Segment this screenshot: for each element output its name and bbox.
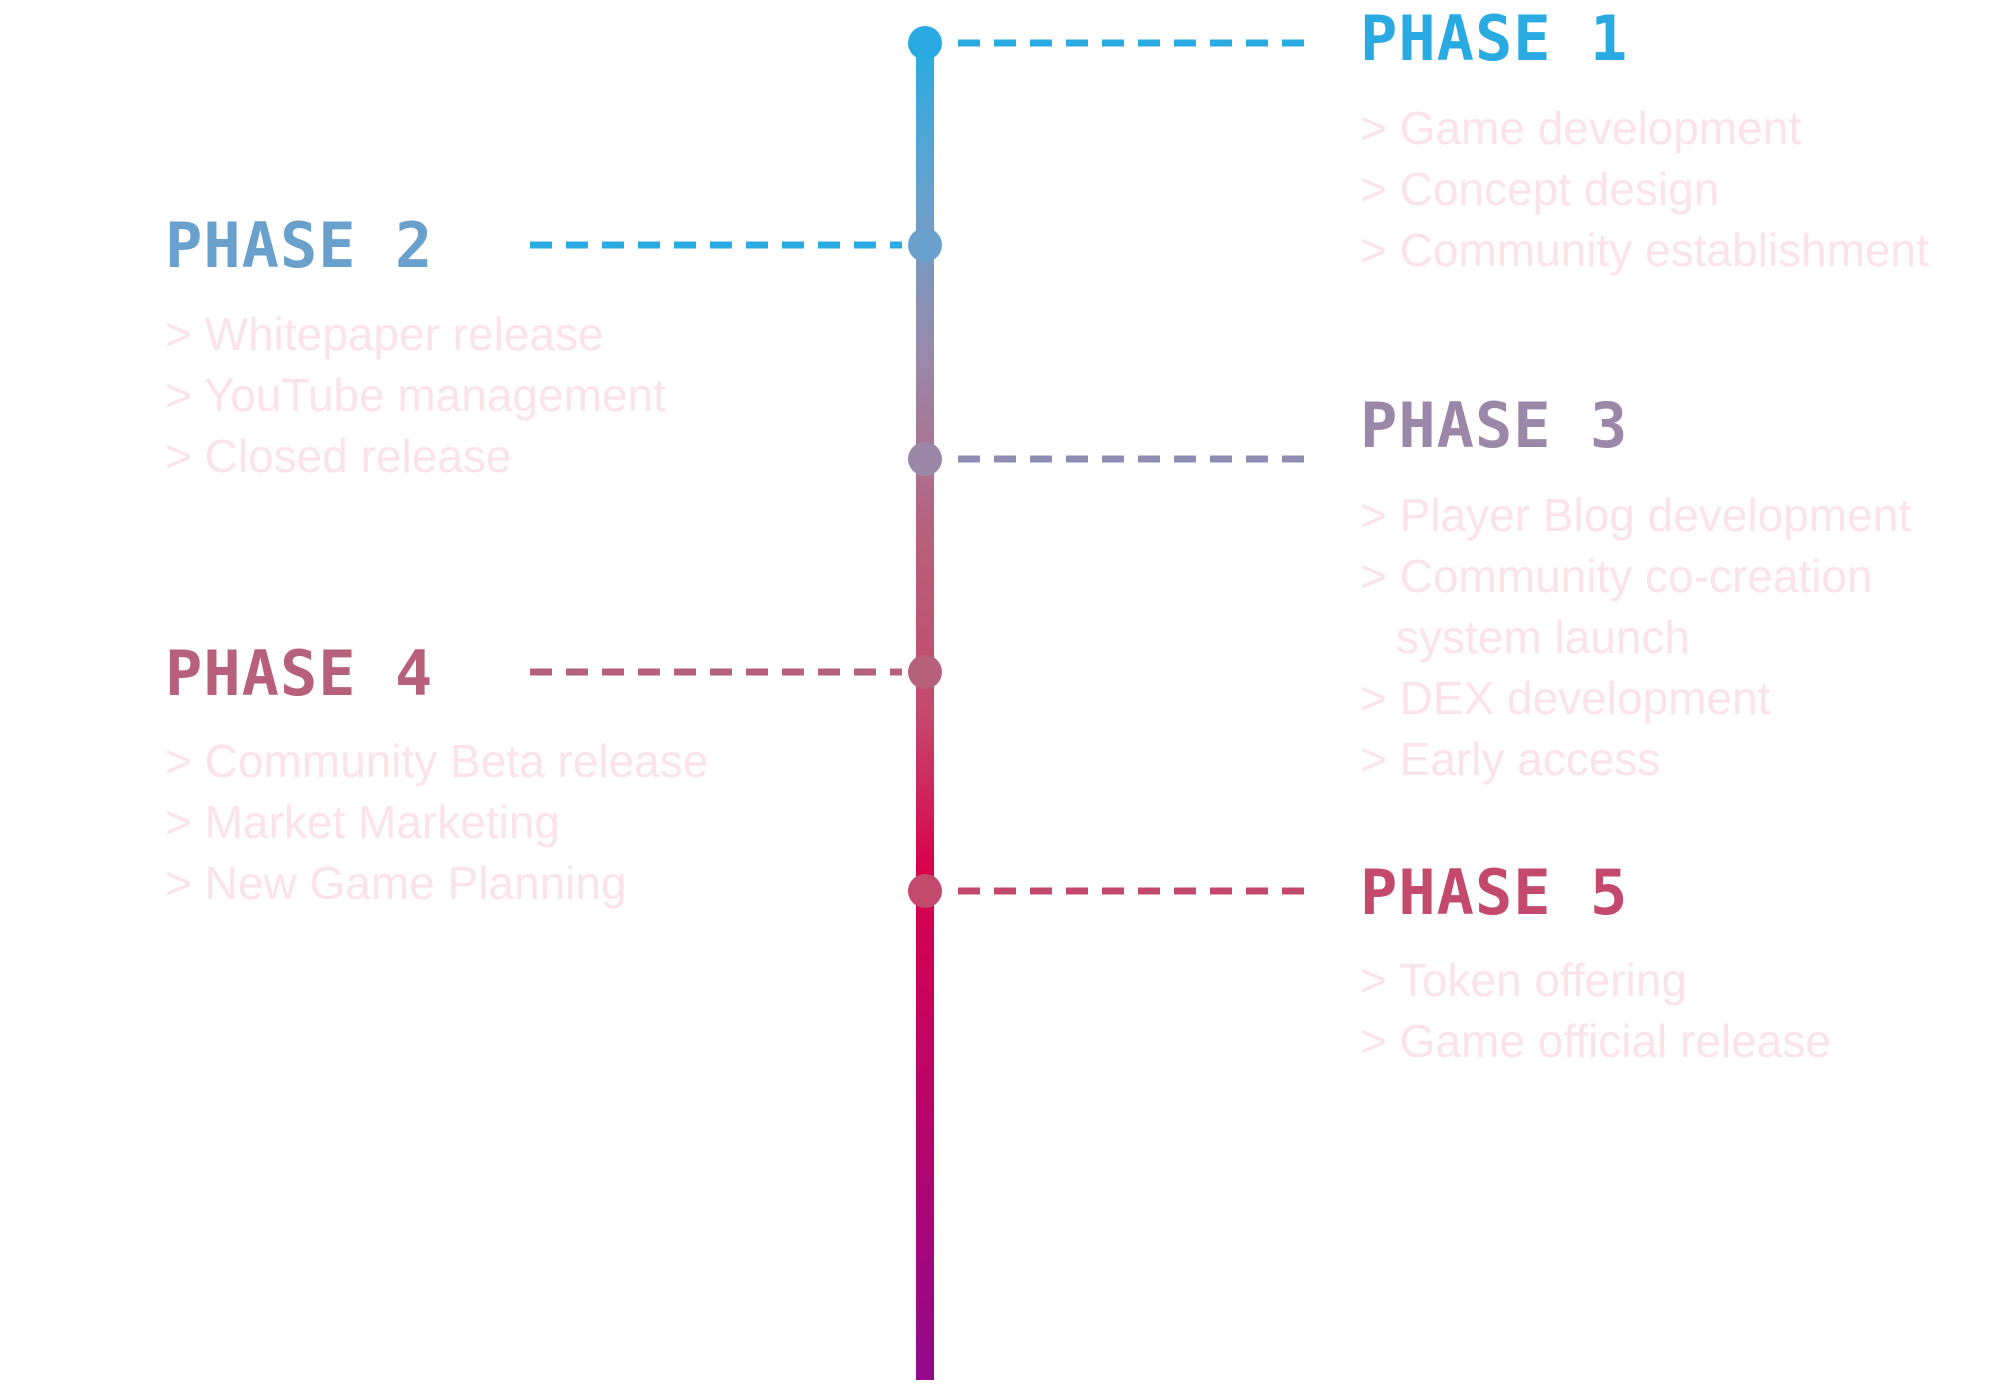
- phase-4-title: PHASE 4: [165, 637, 434, 710]
- phase-5-items: Token offering Game official release: [1360, 950, 1831, 1072]
- phase-item: Community Beta release: [165, 731, 709, 792]
- timeline-vertical-line: [916, 43, 934, 1380]
- phase-1-title: PHASE 1: [1360, 2, 1629, 75]
- phase-item: DEX development: [1360, 668, 1911, 729]
- phase-item: Closed release: [165, 426, 666, 487]
- phase-item: YouTube management: [165, 365, 666, 426]
- phase-1-node: [908, 26, 942, 60]
- phase-item: Market Marketing: [165, 792, 708, 853]
- phase-item: Game official release: [1360, 1011, 1831, 1072]
- phase-4-node: [908, 655, 942, 689]
- phase-item: Community co-creation: [1360, 546, 1911, 607]
- phase-item: Game development: [1360, 98, 1929, 159]
- phase-item: Community establishment: [1360, 220, 1929, 281]
- phase-3-title: PHASE 3: [1360, 389, 1629, 462]
- phase-item: Player Blog development: [1360, 485, 1911, 546]
- phase-3-node: [908, 442, 942, 476]
- phase-3-items: Player Blog development Community co-cre…: [1360, 485, 1911, 790]
- phase-5-node: [908, 874, 942, 908]
- phase-item: Token offering: [1360, 950, 1831, 1011]
- phase-2-node: [908, 228, 942, 262]
- phase-5-title: PHASE 5: [1360, 856, 1629, 929]
- phase-item: Early access: [1360, 729, 1911, 790]
- phase-item-continuation: system launch: [1396, 611, 1691, 663]
- phase-2-title: PHASE 2: [165, 209, 434, 282]
- phase-4-items: Community Beta release Market Marketing …: [165, 731, 709, 914]
- phase-1-items: Game development Concept design Communit…: [1360, 98, 1929, 281]
- phase-2-items: Whitepaper release YouTube management Cl…: [165, 304, 666, 487]
- phase-item: Whitepaper release: [165, 304, 666, 365]
- phase-item: New Game Planning: [165, 853, 708, 914]
- phase-item: Concept design: [1360, 159, 1929, 220]
